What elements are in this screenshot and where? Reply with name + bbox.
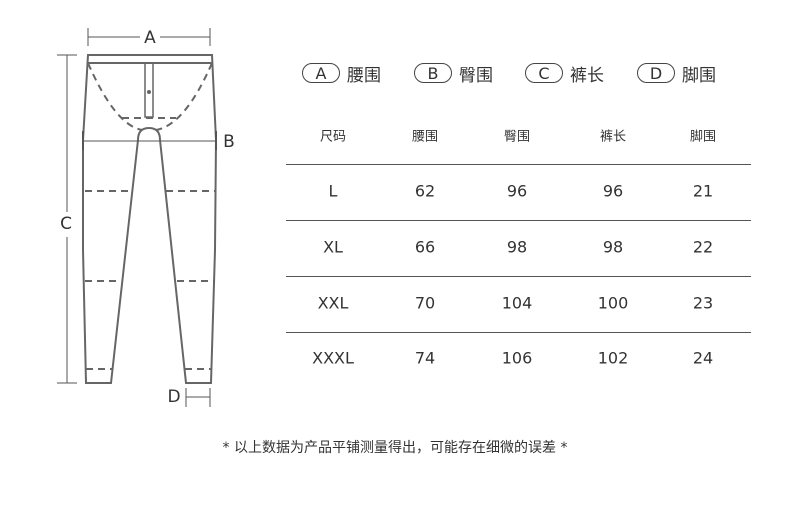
table-cell: XXL [317, 293, 349, 313]
table-header: 尺码 [319, 129, 347, 145]
table-header: 脚围 [689, 129, 717, 145]
measure-b [82, 131, 217, 150]
table-header: 臀围 [503, 129, 531, 145]
table-cell: 98 [602, 237, 624, 257]
table-cell: 98 [506, 237, 528, 257]
pants-diagram [57, 28, 218, 407]
table-cell: 102 [597, 348, 629, 368]
label-c: C [60, 214, 72, 234]
table-cell: 96 [506, 181, 528, 201]
label-b: B [223, 132, 235, 152]
table-cell: XL [323, 237, 343, 257]
table-cell: 104 [501, 293, 533, 313]
button-icon [147, 90, 151, 94]
row-divider [286, 164, 751, 165]
table-cell: 24 [692, 348, 714, 368]
legend-c: C 裤长 [525, 62, 604, 86]
legend-d: D 脚围 [637, 62, 716, 86]
table-cell: 100 [597, 293, 629, 313]
label-a: A [144, 28, 156, 48]
measure-c [57, 54, 77, 384]
legend-b: B 臀围 [414, 62, 493, 86]
table-cell: 22 [692, 237, 714, 257]
table-cell: 74 [414, 348, 436, 368]
table-cell: XXXL [312, 348, 354, 368]
label-d: D [167, 387, 181, 407]
legend-b-badge: B [414, 63, 452, 83]
table-cell: 106 [501, 348, 533, 368]
measure-a [87, 28, 211, 46]
table-cell: 62 [414, 181, 436, 201]
row-divider [286, 220, 751, 221]
pants-outline [82, 54, 218, 384]
table-cell: 23 [692, 293, 714, 313]
table-cell: 66 [414, 237, 436, 257]
legend-c-text: 裤长 [570, 65, 604, 86]
table-cell: 21 [692, 181, 714, 201]
row-divider [286, 332, 751, 333]
legend-a-text: 腰围 [347, 65, 381, 86]
row-divider [286, 276, 751, 277]
legend-d-badge: D [637, 63, 675, 83]
legend-b-text: 臀围 [459, 65, 493, 86]
legend-a-badge: A [302, 63, 340, 83]
table-cell: 70 [414, 293, 436, 313]
legend-d-text: 脚围 [682, 65, 716, 86]
table-cell: L [328, 181, 338, 201]
disclaimer-text: * 以上数据为产品平铺测量得出，可能存在细微的误差 * [222, 440, 568, 456]
legend-c-badge: C [525, 63, 563, 83]
table-header: 裤长 [599, 129, 627, 145]
table-cell: 96 [602, 181, 624, 201]
seam-dashes [85, 62, 215, 370]
legend-a: A 腰围 [302, 62, 381, 86]
table-header: 腰围 [411, 129, 439, 145]
measure-d [185, 388, 211, 407]
